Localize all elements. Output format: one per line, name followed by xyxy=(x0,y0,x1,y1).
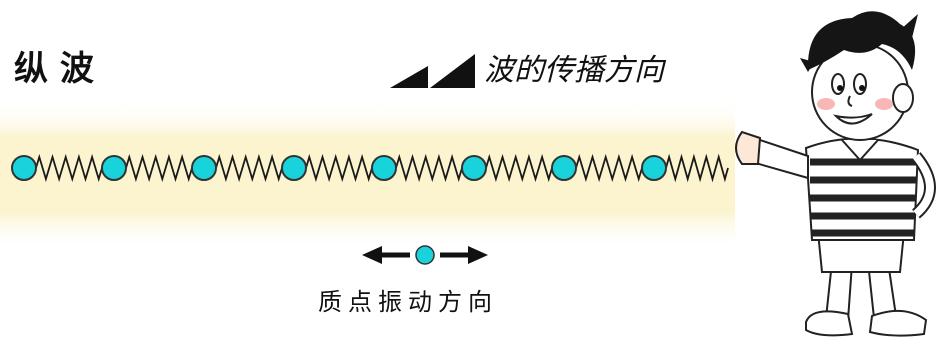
spring-coil xyxy=(575,153,643,183)
wave-particle xyxy=(101,155,127,181)
wave-particle xyxy=(371,155,397,181)
spring-coil xyxy=(215,153,283,183)
diagram-title: 纵 波 xyxy=(14,49,94,89)
spring-coil xyxy=(395,153,463,183)
wave-particle xyxy=(551,155,577,181)
propagation-arrow-icon xyxy=(390,54,475,88)
particle-chain xyxy=(11,155,667,181)
spring-coil xyxy=(485,153,553,183)
spring-coil xyxy=(665,153,729,183)
cartoon-boy-illustration xyxy=(735,11,936,337)
vibrating-particle xyxy=(415,245,435,265)
spring-chain xyxy=(35,153,729,183)
spring-coil xyxy=(305,153,373,183)
left-arrow-icon xyxy=(362,246,410,264)
wave-particle xyxy=(281,155,307,181)
propagation-direction-label: 波的传播方向 xyxy=(484,53,667,88)
wave-particle xyxy=(641,155,667,181)
wave-particle xyxy=(191,155,217,181)
right-arrow-icon xyxy=(440,246,488,264)
vibration-indicator xyxy=(362,245,488,265)
wave-particle xyxy=(461,155,487,181)
spring-coil xyxy=(35,153,103,183)
wave-particle xyxy=(11,155,37,181)
spring-coil xyxy=(125,153,193,183)
vibration-direction-label: 质点振动方向 xyxy=(318,288,498,316)
